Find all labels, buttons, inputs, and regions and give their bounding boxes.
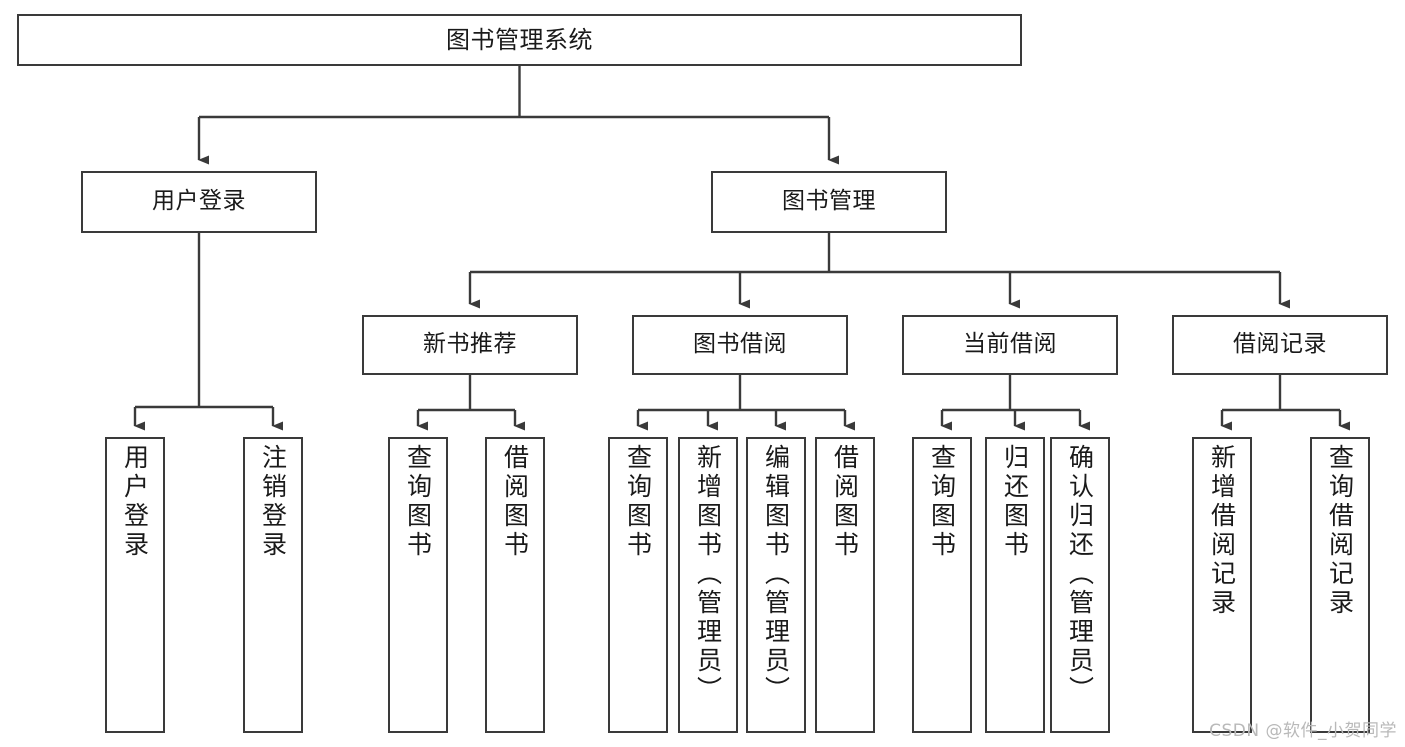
node-leaf-bor-lend[interactable]: 借阅图书 [815, 437, 875, 733]
node-label: 当前借阅 [963, 331, 1057, 358]
node-label: 编辑图书（管理员） [761, 444, 791, 705]
node-label: 注销登录 [258, 444, 288, 560]
node-current[interactable]: 当前借阅 [902, 315, 1118, 375]
node-leaf-bor-add[interactable]: 新增图书（管理员） [678, 437, 738, 733]
node-leaf-cur-return[interactable]: 归还图书 [985, 437, 1045, 733]
node-label: 查询图书 [623, 444, 653, 560]
node-borrow[interactable]: 图书借阅 [632, 315, 848, 375]
node-label: 新增借阅记录 [1207, 444, 1237, 618]
node-label: 确认归还（管理员） [1065, 444, 1095, 705]
node-leaf-new-borrow[interactable]: 借阅图书 [485, 437, 545, 733]
node-bookmgmt[interactable]: 图书管理 [711, 171, 947, 233]
node-label: 图书管理 [782, 188, 876, 215]
node-leaf-bor-query[interactable]: 查询图书 [608, 437, 668, 733]
node-leaf-bor-edit[interactable]: 编辑图书（管理员） [746, 437, 806, 733]
watermark: CSDN @软件_小贺同学 [1209, 721, 1397, 741]
node-label: 借阅记录 [1233, 331, 1327, 358]
node-label: 用户登录 [120, 444, 150, 560]
node-label: 用户登录 [152, 188, 246, 215]
node-label: 新增图书（管理员） [693, 444, 723, 705]
node-newbook[interactable]: 新书推荐 [362, 315, 578, 375]
node-label: 图书借阅 [693, 331, 787, 358]
node-label: 归还图书 [1000, 444, 1030, 560]
node-leaf-rec-query[interactable]: 查询借阅记录 [1310, 437, 1370, 733]
node-root[interactable]: 图书管理系统 [17, 14, 1022, 66]
node-label: 借阅图书 [500, 444, 530, 560]
node-leaf-user-logout[interactable]: 注销登录 [243, 437, 303, 733]
node-leaf-new-query[interactable]: 查询图书 [388, 437, 448, 733]
node-label: 查询图书 [403, 444, 433, 560]
node-label: 查询图书 [927, 444, 957, 560]
node-leaf-user-login[interactable]: 用户登录 [105, 437, 165, 733]
node-leaf-rec-add[interactable]: 新增借阅记录 [1192, 437, 1252, 733]
node-label: 新书推荐 [423, 331, 517, 358]
node-login[interactable]: 用户登录 [81, 171, 317, 233]
node-leaf-cur-confirm[interactable]: 确认归还（管理员） [1050, 437, 1110, 733]
node-records[interactable]: 借阅记录 [1172, 315, 1388, 375]
node-leaf-cur-query[interactable]: 查询图书 [912, 437, 972, 733]
node-label: 借阅图书 [830, 444, 860, 560]
node-label: 查询借阅记录 [1325, 444, 1355, 618]
node-label: 图书管理系统 [446, 25, 593, 54]
